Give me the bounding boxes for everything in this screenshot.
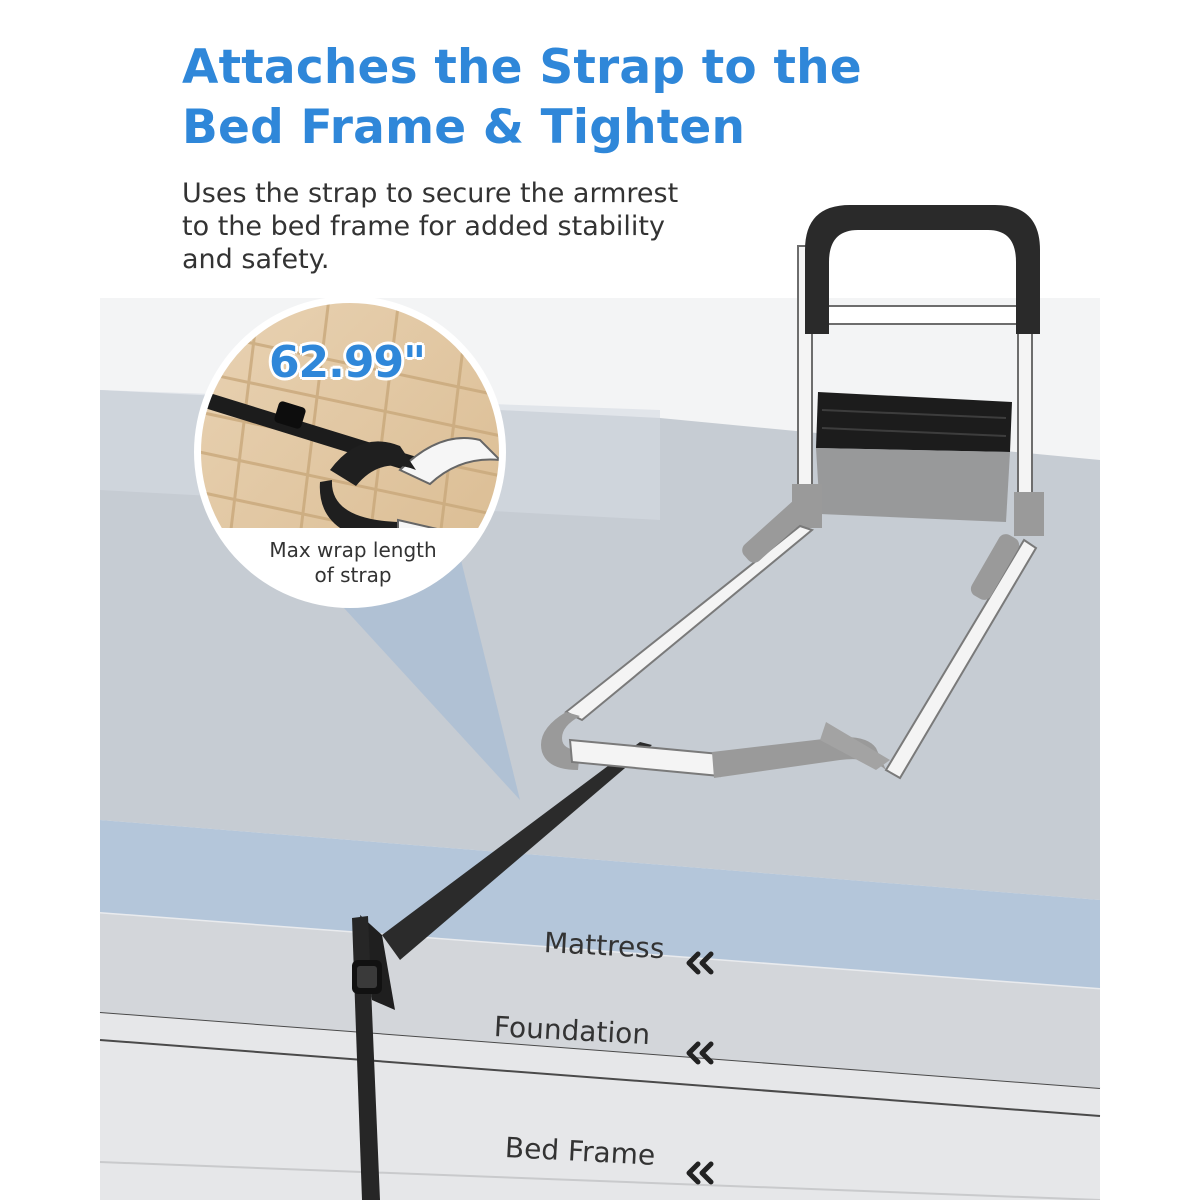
- subheadline: Uses the strap to secure the armrest to …: [182, 177, 742, 276]
- inset-caption: Max wrap length of strap: [228, 538, 478, 588]
- subheadline-line-2: to the bed frame for added stability: [182, 211, 665, 242]
- double-chevron-left-icon: [686, 1161, 714, 1185]
- headline: Attaches the Strap to the Bed Frame & Ti…: [182, 38, 1042, 158]
- strap: [352, 742, 652, 1200]
- double-chevron-left-icon: [686, 1041, 714, 1065]
- bed-rail: [541, 205, 1044, 780]
- inset-caption-line-1: Max wrap length: [269, 538, 437, 562]
- headline-line-1: Attaches the Strap to the: [182, 40, 862, 95]
- strap-length-measurement: 62.99": [268, 337, 426, 388]
- double-chevron-left-icon: [686, 951, 714, 975]
- inset-caption-line-2: of strap: [314, 563, 392, 587]
- headline-line-2: Bed Frame & Tighten: [182, 100, 746, 155]
- mattress-label: Mattress: [543, 926, 666, 966]
- subheadline-line-1: Uses the strap to secure the armrest: [182, 178, 679, 209]
- subheadline-line-3: and safety.: [182, 244, 330, 275]
